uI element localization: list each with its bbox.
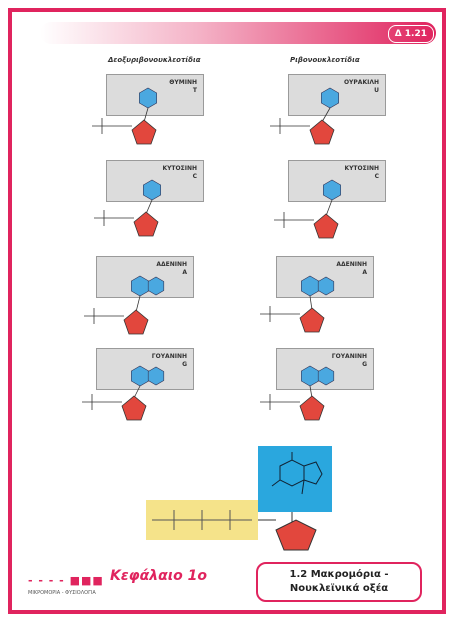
nitrogenous-base-ring2 <box>317 276 335 296</box>
glycosidic-bond <box>143 107 149 123</box>
page-number-badge: Δ 1.21 <box>387 25 434 43</box>
sugar-pentose <box>123 309 149 335</box>
glycosidic-bond <box>321 107 331 123</box>
chapter-title: Κεφάλαιο 1ο <box>110 568 207 584</box>
sugar-pentose <box>121 395 147 421</box>
section-title-line2: Νουκλεϊνικά οξέα <box>289 583 389 594</box>
ribose-sugar <box>275 519 317 551</box>
glycosidic-bond <box>309 295 313 311</box>
nitrogenous-base-ring2 <box>317 366 335 386</box>
glycosidic-bond <box>325 199 333 217</box>
footer-small-text: ΜΙΚΡΟΜΟΡΙΑ - ΦΥΣΙΟΛΟΓΙΑ <box>28 590 96 596</box>
triphosphate-chain <box>152 510 252 530</box>
section-title-line1: 1.2 Μακρομόρια - <box>289 569 389 580</box>
sugar-pentose <box>299 307 325 333</box>
sugar-pentose <box>131 119 157 145</box>
nitrogenous-base-ring2 <box>147 276 165 296</box>
section-title-box: 1.2 Μακρομόρια - Νουκλεϊνικά οξέα <box>256 562 422 602</box>
glycosidic-bond <box>133 385 141 399</box>
column-title-ribonucleotides: Ριβονουκλεοτίδια <box>290 56 360 64</box>
header-bar <box>40 22 436 44</box>
glycosidic-bond <box>145 199 153 215</box>
sugar-pentose <box>313 213 339 239</box>
adenine-ring-structure <box>271 452 323 495</box>
sugar-pentose <box>309 119 335 145</box>
sugar-pentose <box>299 395 325 421</box>
triphosphate-diagram <box>146 500 258 540</box>
sugar-pentose <box>133 211 159 237</box>
glycosidic-bond <box>135 295 141 313</box>
footer-decoration: - - - - ■■■ <box>28 574 104 587</box>
nitrogenous-base-ring2 <box>147 366 165 386</box>
adenine-base-diagram <box>258 446 332 512</box>
column-title-deoxyribonucleotides: Δεοξυριβονουκλεοτίδια <box>108 56 201 64</box>
